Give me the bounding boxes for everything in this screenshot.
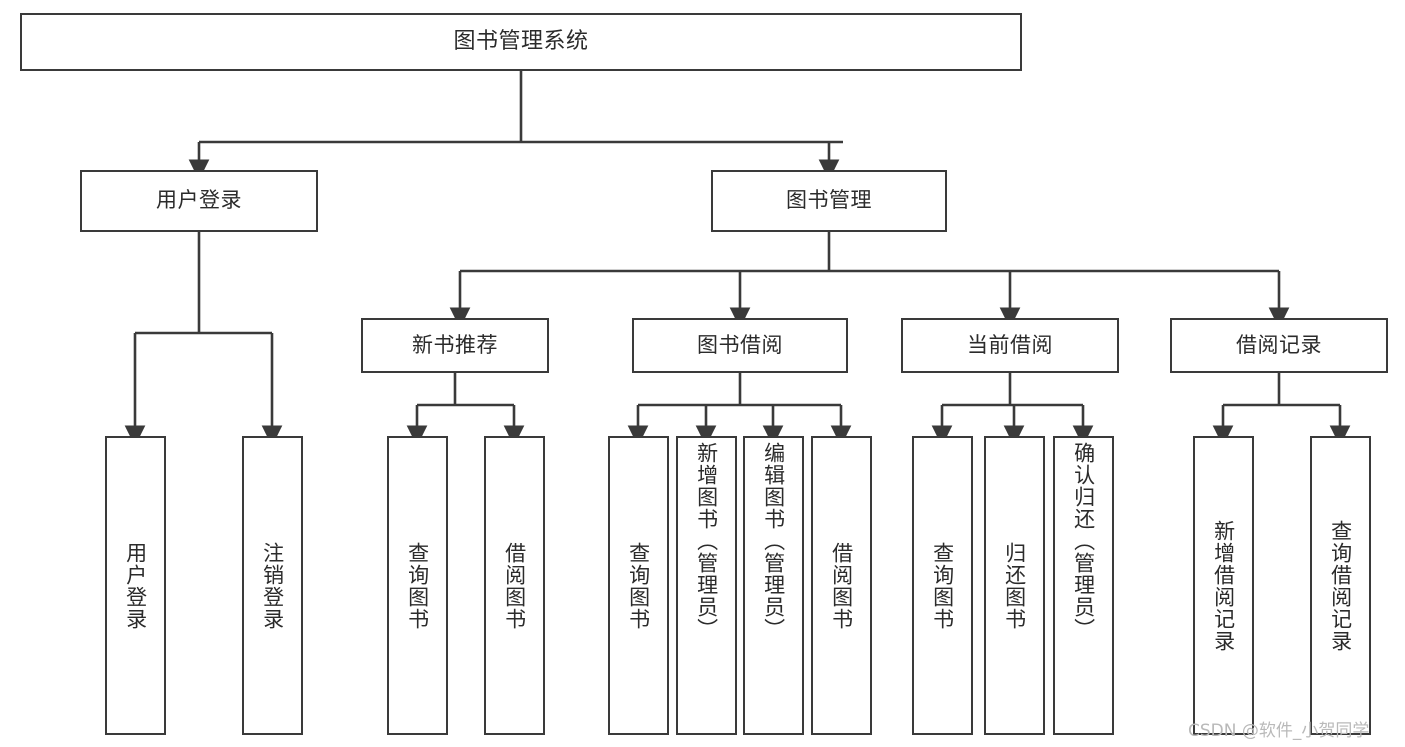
node-current-borrow-label: 当前借阅 [967,332,1053,357]
node-user-login[interactable]: 用户登录 [80,170,318,232]
node-leaf-add-book-label: 新增图书（管理员） [694,442,719,640]
node-leaf-query-record[interactable]: 查询借阅记录 [1310,436,1371,735]
node-leaf-add-record[interactable]: 新增借阅记录 [1193,436,1254,735]
csdn-watermark: CSDN @软件_小贺同学 [1188,721,1370,741]
node-leaf-edit-book-label: 编辑图书（管理员） [761,442,786,640]
node-leaf-query-book-borrow-label: 查询图书 [626,541,651,630]
edges-group [124,71,1351,447]
node-leaf-borrow-book[interactable]: 借阅图书 [811,436,872,735]
node-root[interactable]: 图书管理系统 [20,13,1022,71]
node-leaf-user-login-label: 用户登录 [123,541,148,630]
node-leaf-query-record-label: 查询借阅记录 [1328,519,1353,652]
node-new-book-rec-label: 新书推荐 [412,332,498,357]
node-current-borrow[interactable]: 当前借阅 [901,318,1119,373]
node-leaf-edit-book[interactable]: 编辑图书（管理员） [743,436,804,735]
node-leaf-user-login[interactable]: 用户登录 [105,436,166,735]
node-new-book-rec[interactable]: 新书推荐 [361,318,549,373]
node-leaf-borrow-book-label: 借阅图书 [829,541,854,630]
node-leaf-logout-label: 注销登录 [260,541,285,630]
node-leaf-return-book[interactable]: 归还图书 [984,436,1045,735]
node-leaf-logout[interactable]: 注销登录 [242,436,303,735]
node-user-login-label: 用户登录 [156,188,242,213]
node-leaf-confirm-return[interactable]: 确认归还（管理员） [1053,436,1114,735]
node-leaf-borrow-book-rec[interactable]: 借阅图书 [484,436,545,735]
node-book-manage[interactable]: 图书管理 [711,170,947,232]
node-leaf-query-book-cur[interactable]: 查询图书 [912,436,973,735]
node-book-manage-label: 图书管理 [786,188,872,213]
node-leaf-add-book[interactable]: 新增图书（管理员） [676,436,737,735]
node-leaf-query-book-rec-label: 查询图书 [405,541,430,630]
node-leaf-query-book-borrow[interactable]: 查询图书 [608,436,669,735]
node-leaf-confirm-return-label: 确认归还（管理员） [1071,442,1096,640]
node-book-borrow[interactable]: 图书借阅 [632,318,848,373]
node-leaf-add-record-label: 新增借阅记录 [1211,519,1236,652]
node-root-label: 图书管理系统 [453,28,589,54]
node-leaf-query-book-rec[interactable]: 查询图书 [387,436,448,735]
node-borrow-record[interactable]: 借阅记录 [1170,318,1388,373]
node-book-borrow-label: 图书借阅 [697,332,783,357]
node-leaf-return-book-label: 归还图书 [1002,541,1027,630]
node-leaf-borrow-book-rec-label: 借阅图书 [502,541,527,630]
node-borrow-record-label: 借阅记录 [1236,332,1322,357]
node-leaf-query-book-cur-label: 查询图书 [930,541,955,630]
